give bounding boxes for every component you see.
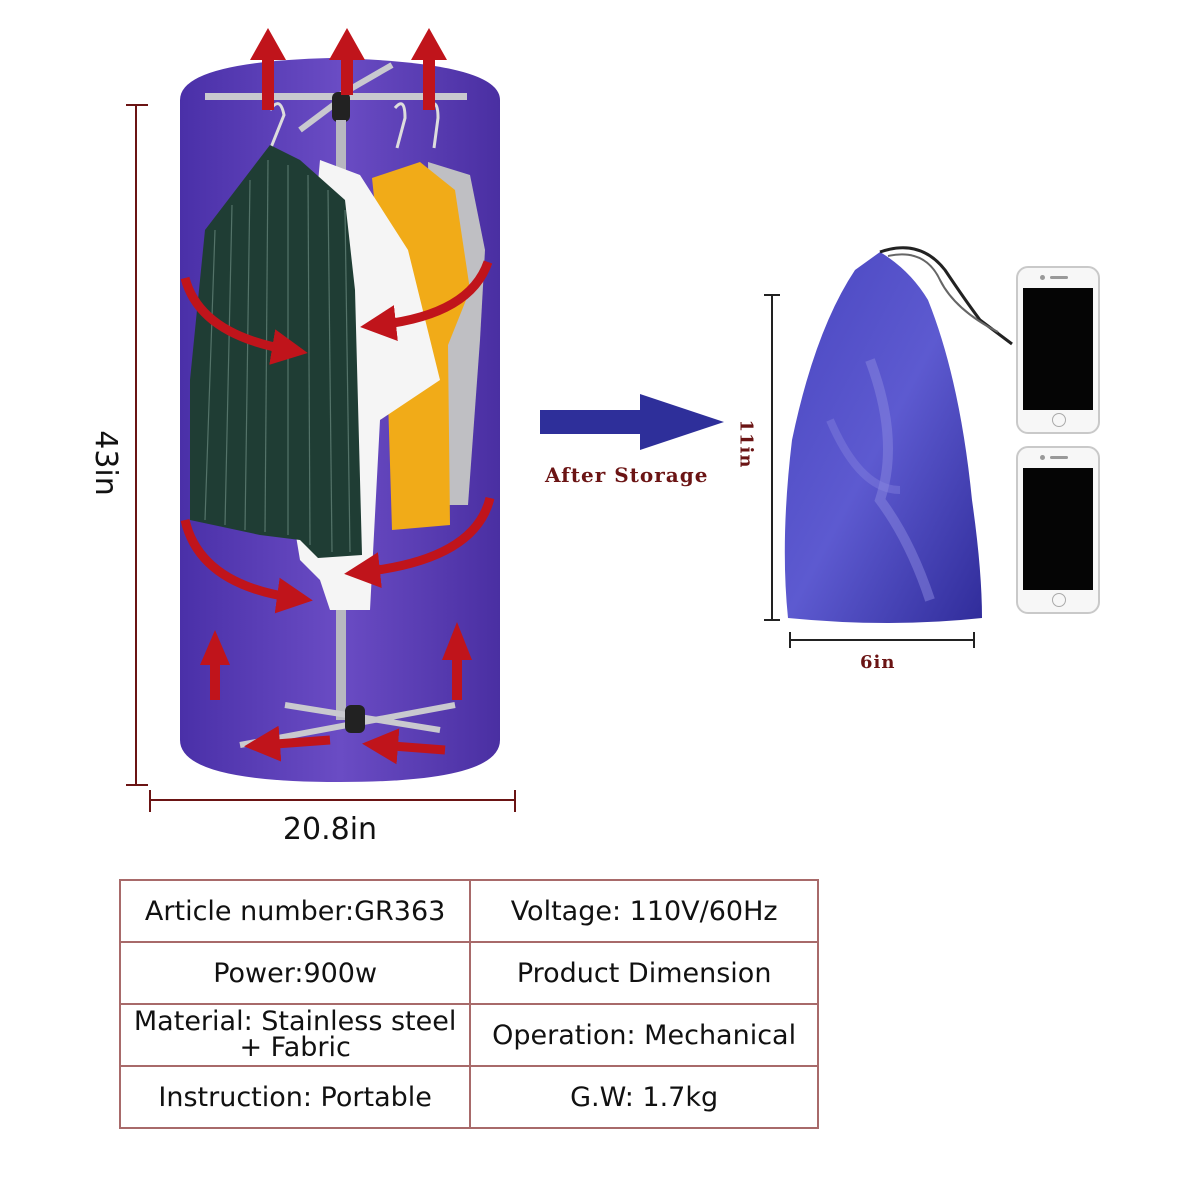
- spec-table: Article number:GR363 Voltage: 110V/60Hz …: [118, 879, 819, 1129]
- spec-product-dimension: Product Dimension: [469, 941, 819, 1005]
- dryer-illustration: [126, 28, 516, 812]
- airflow-arrow-curve: [180, 276, 308, 365]
- spec-instruction: Instruction: Portable: [118, 1065, 472, 1129]
- height-label: 43in: [88, 430, 123, 496]
- table-row: Article number:GR363 Voltage: 110V/60Hz: [118, 879, 819, 943]
- after-storage-label: After Storage: [545, 463, 709, 487]
- airflow-arrow-up: [442, 622, 472, 700]
- table-row: Instruction: Portable G.W: 1.7kg: [118, 1065, 819, 1129]
- storage-arrow: [540, 394, 724, 450]
- airflow-arrow-curve: [362, 728, 446, 765]
- width-label: 20.8in: [282, 812, 378, 847]
- bag-height-label: 11in: [735, 419, 757, 469]
- spec-gross-weight: G.W: 1.7kg: [469, 1065, 819, 1129]
- spec-power: Power:900w: [118, 941, 472, 1005]
- spec-voltage: Voltage: 110V/60Hz: [469, 879, 819, 943]
- airflow-arrow-up: [200, 630, 230, 700]
- spec-operation: Operation: Mechanical: [469, 1003, 819, 1067]
- airflow-arrow-curve: [180, 518, 313, 614]
- airflow-arrow-curve: [244, 725, 331, 762]
- table-row: Material: Stainless steel + Fabric Opera…: [118, 1003, 819, 1067]
- phone-icon: [1016, 266, 1100, 434]
- spec-article-number: Article number:GR363: [118, 879, 472, 943]
- spec-material: Material: Stainless steel + Fabric: [118, 1003, 472, 1067]
- airflow-arrow-curve: [344, 496, 495, 588]
- phone-icon: [1016, 446, 1100, 614]
- airflow-arrow-up: [250, 28, 286, 110]
- table-row: Power:900w Product Dimension: [118, 941, 819, 1005]
- airflow-arrow-curve: [360, 260, 493, 341]
- airflow-arrow-up: [411, 28, 447, 110]
- storage-bag: [764, 246, 1013, 648]
- bag-width-label: 6in: [860, 652, 896, 673]
- airflow-arrow-up: [329, 28, 365, 95]
